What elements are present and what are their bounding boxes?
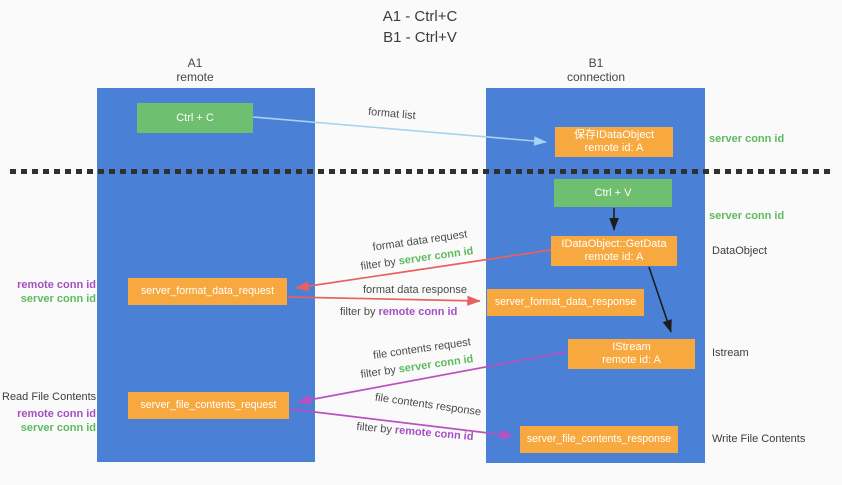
node-getdata-line2: remote id: A	[584, 251, 644, 263]
node-server-format-data-request-label: server_format_data_request	[140, 285, 275, 297]
lane-a1-name: A1	[187, 56, 203, 70]
filter-key-remote-conn-id-1: remote conn id	[378, 306, 458, 318]
annotation-dataobject: DataObject	[712, 245, 768, 257]
arrow-format-list	[252, 116, 547, 146]
arrow-file-contents-request	[297, 351, 567, 405]
annotation-left-conn-ids-top: remote conn id server conn id	[8, 278, 96, 306]
node-server-file-contents-request-label: server_file_contents_request	[140, 399, 277, 411]
node-server-format-data-response-label: server_format_data_response	[494, 296, 637, 308]
node-ctrl-c-label: Ctrl + C	[176, 111, 214, 124]
lane-header-a1: A1 remote	[130, 56, 260, 84]
node-getdata: IDataObject::GetData remote id: A	[551, 236, 677, 266]
filter-prefix-2: filter by	[340, 306, 376, 318]
annotation-server-conn-id-left-top: server conn id	[20, 293, 96, 305]
node-ctrl-v-label: Ctrl + V	[594, 186, 632, 199]
node-save-dataobject-line1: 保存IDataObject	[573, 129, 655, 141]
lane-header-b1: B1 connection	[531, 56, 661, 84]
lane-b1-subtitle: connection	[566, 70, 626, 84]
node-save-dataobject-line2: remote id: A	[584, 142, 644, 154]
arrow-file-contents-response	[289, 408, 514, 440]
lane-a1-subtitle: remote	[176, 70, 214, 84]
arrow-getdata-to-istream	[648, 266, 672, 333]
node-server-format-data-response: server_format_data_response	[487, 289, 644, 316]
annotation-remote-conn-id-bottom: remote conn id	[17, 408, 96, 420]
annotation-server-conn-id-mid: server conn id	[709, 210, 785, 222]
arrow-format-data-response	[287, 295, 481, 306]
annotation-server-conn-id-top: server conn id	[709, 133, 785, 145]
annotation-istream: Istream	[712, 347, 749, 359]
node-ctrl-v: Ctrl + V	[554, 179, 672, 207]
node-save-dataobject: 保存IDataObject remote id: A	[555, 127, 673, 157]
diagram-title: A1 - Ctrl+C B1 - Ctrl+V	[320, 6, 520, 48]
node-istream: IStream remote id: A	[568, 339, 695, 369]
annotation-left-conn-ids-bottom: remote conn id server conn id	[8, 407, 96, 435]
node-server-file-contents-response-label: server_file_contents_response	[526, 433, 672, 445]
annotation-read-file-contents: Read File Contents	[2, 391, 97, 403]
arrow-format-data-request	[295, 249, 552, 292]
node-server-file-contents-request: server_file_contents_request	[128, 392, 289, 419]
annotation-write-file-contents: Write File Contents	[712, 433, 806, 445]
annotation-server-conn-id-left-bottom: server conn id	[20, 422, 96, 434]
label-format-data-response: format data response	[363, 284, 467, 296]
title-line-2: B1 - Ctrl+V	[383, 29, 457, 46]
title-line-1: A1 - Ctrl+C	[382, 8, 458, 25]
node-istream-line1: IStream	[612, 341, 651, 353]
node-server-file-contents-response: server_file_contents_response	[520, 426, 678, 453]
node-getdata-line1: IDataObject::GetData	[561, 238, 667, 250]
node-server-format-data-request: server_format_data_request	[128, 278, 287, 305]
annotation-remote-conn-id-top: remote conn id	[17, 279, 96, 291]
node-ctrl-c: Ctrl + C	[137, 103, 253, 133]
lane-b1-name: B1	[588, 56, 604, 70]
phase-separator-dotted-line	[10, 169, 834, 174]
node-istream-line2: remote id: A	[602, 354, 661, 366]
